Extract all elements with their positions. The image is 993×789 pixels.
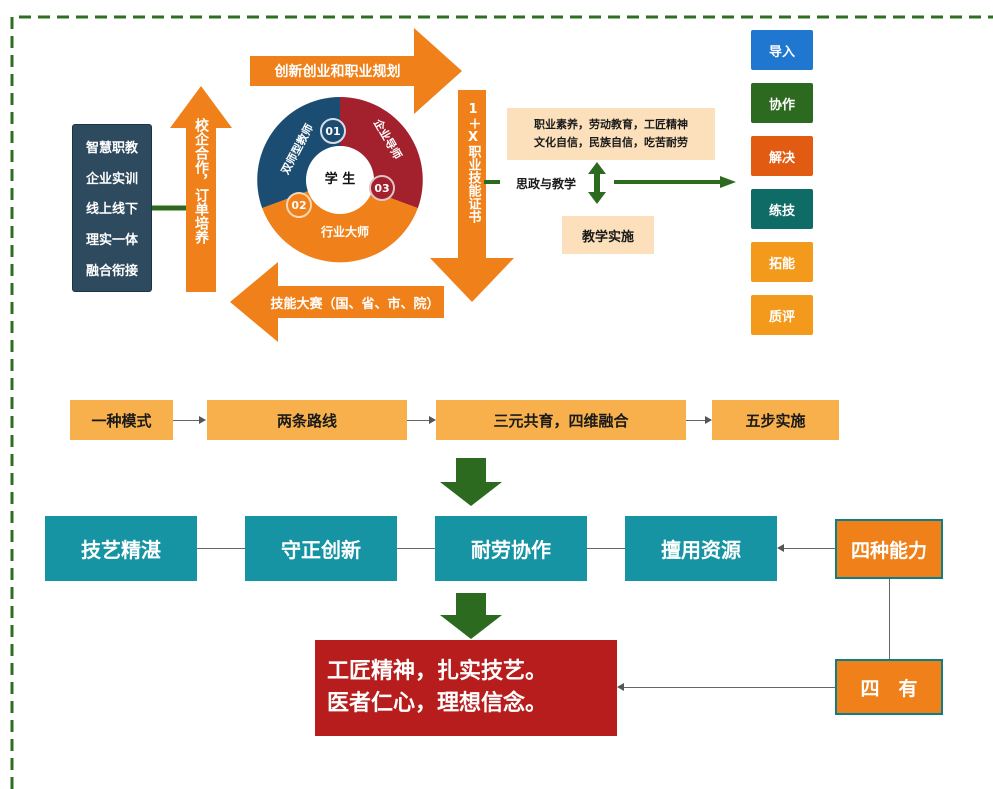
ability-connector-3 [587, 548, 625, 549]
down-arrow-2 [440, 593, 502, 639]
ring-segment-1 [257, 97, 340, 209]
left-panel: 智慧职教 企业实训 线上线下 理实一体 融合衔接 [72, 124, 152, 292]
flow-five-steps: 五步实施 [712, 400, 839, 440]
ability-collaboration: 耐劳协作 [435, 516, 587, 581]
badge-03-label: 03 [374, 181, 390, 195]
step-evaluate: 质评 [751, 295, 813, 335]
left-panel-line: 理实一体 [85, 233, 138, 249]
left-panel-line: 智慧职教 [85, 140, 138, 156]
badge-01-label: 01 [325, 124, 341, 138]
ability-resources: 擅用资源 [625, 516, 777, 581]
flow-three-four: 三元共育，四维融合 [436, 400, 686, 440]
result-line-1: 工匠精神，扎实技艺。 [327, 659, 548, 685]
top-arrow-shape [250, 28, 462, 114]
left-panel-line: 融合衔接 [85, 264, 138, 280]
four-abilities-arrowhead [777, 544, 784, 552]
ring-chart [257, 97, 423, 263]
ring-center-label: 学 生 [324, 171, 356, 187]
four-have-arrowhead [617, 683, 624, 691]
badge-02-label: 02 [291, 198, 307, 212]
ability-innovation: 守正创新 [245, 516, 397, 581]
flow-two-routes: 两条路线 [207, 400, 407, 440]
flow-arrowhead-1 [199, 416, 206, 424]
four-vertical-connector [889, 579, 890, 659]
flow-arrowhead-2 [429, 416, 436, 424]
ability-connector-2 [397, 548, 435, 549]
step-practice: 练技 [751, 189, 813, 229]
bottom-arrow-label: 技能大赛（国、省、市、院） [270, 296, 440, 312]
ring-segment-2 [340, 97, 423, 209]
flow-arrowhead-3 [705, 416, 712, 424]
ring-center [306, 146, 374, 214]
left-panel-line: 线上线下 [85, 202, 138, 218]
flow-connector-2 [407, 420, 429, 421]
ability-skill: 技艺精湛 [45, 516, 197, 581]
step-solve: 解决 [751, 136, 813, 176]
down-arrow-1 [440, 458, 502, 506]
four-have-connector [624, 687, 835, 688]
result-line-2: 医者仁心，理想信念。 [327, 691, 548, 716]
politics-line-2: 文化自信，民族自信，吃苦耐劳 [534, 136, 688, 149]
bottom-arrow-shape [230, 262, 444, 342]
flow-connector-1 [173, 420, 199, 421]
result-box: 工匠精神，扎实技艺。 医者仁心，理想信念。 [315, 640, 617, 736]
top-arrow-label: 创新创业和职业规划 [274, 64, 401, 80]
politics-box: 职业素养，劳动教育，工匠精神 文化自信，民族自信，吃苦耐劳 [507, 108, 715, 160]
right-arrow-shape [430, 90, 514, 302]
left-arrow-shape [170, 86, 232, 292]
four-abilities-box: 四种能力 [835, 519, 943, 579]
politics-line-1: 职业素养，劳动教育，工匠精神 [534, 118, 688, 132]
teaching-box: 教学实施 [562, 216, 654, 254]
four-abilities-connector [784, 548, 835, 549]
step-collaborate: 协作 [751, 83, 813, 123]
step-expand: 拓能 [751, 242, 813, 282]
ability-connector-1 [197, 548, 245, 549]
badge-03 [369, 175, 395, 201]
left-arrow-label: 校企合作，订单培养 [193, 118, 210, 244]
four-have-box: 四 有 [835, 659, 943, 715]
right-arrow-label: 1＋X职业技能证书 [465, 102, 481, 223]
badge-02 [286, 192, 312, 218]
ring-segment-3-label: 行业大师 [320, 224, 369, 239]
left-panel-line: 企业实训 [85, 171, 138, 187]
politics-connector [484, 162, 736, 204]
flow-connector-3 [686, 420, 705, 421]
step-import: 导入 [751, 30, 813, 70]
flow-one-mode: 一种模式 [70, 400, 173, 440]
politics-label: 思政与教学 [515, 176, 576, 191]
badge-01 [320, 118, 346, 144]
